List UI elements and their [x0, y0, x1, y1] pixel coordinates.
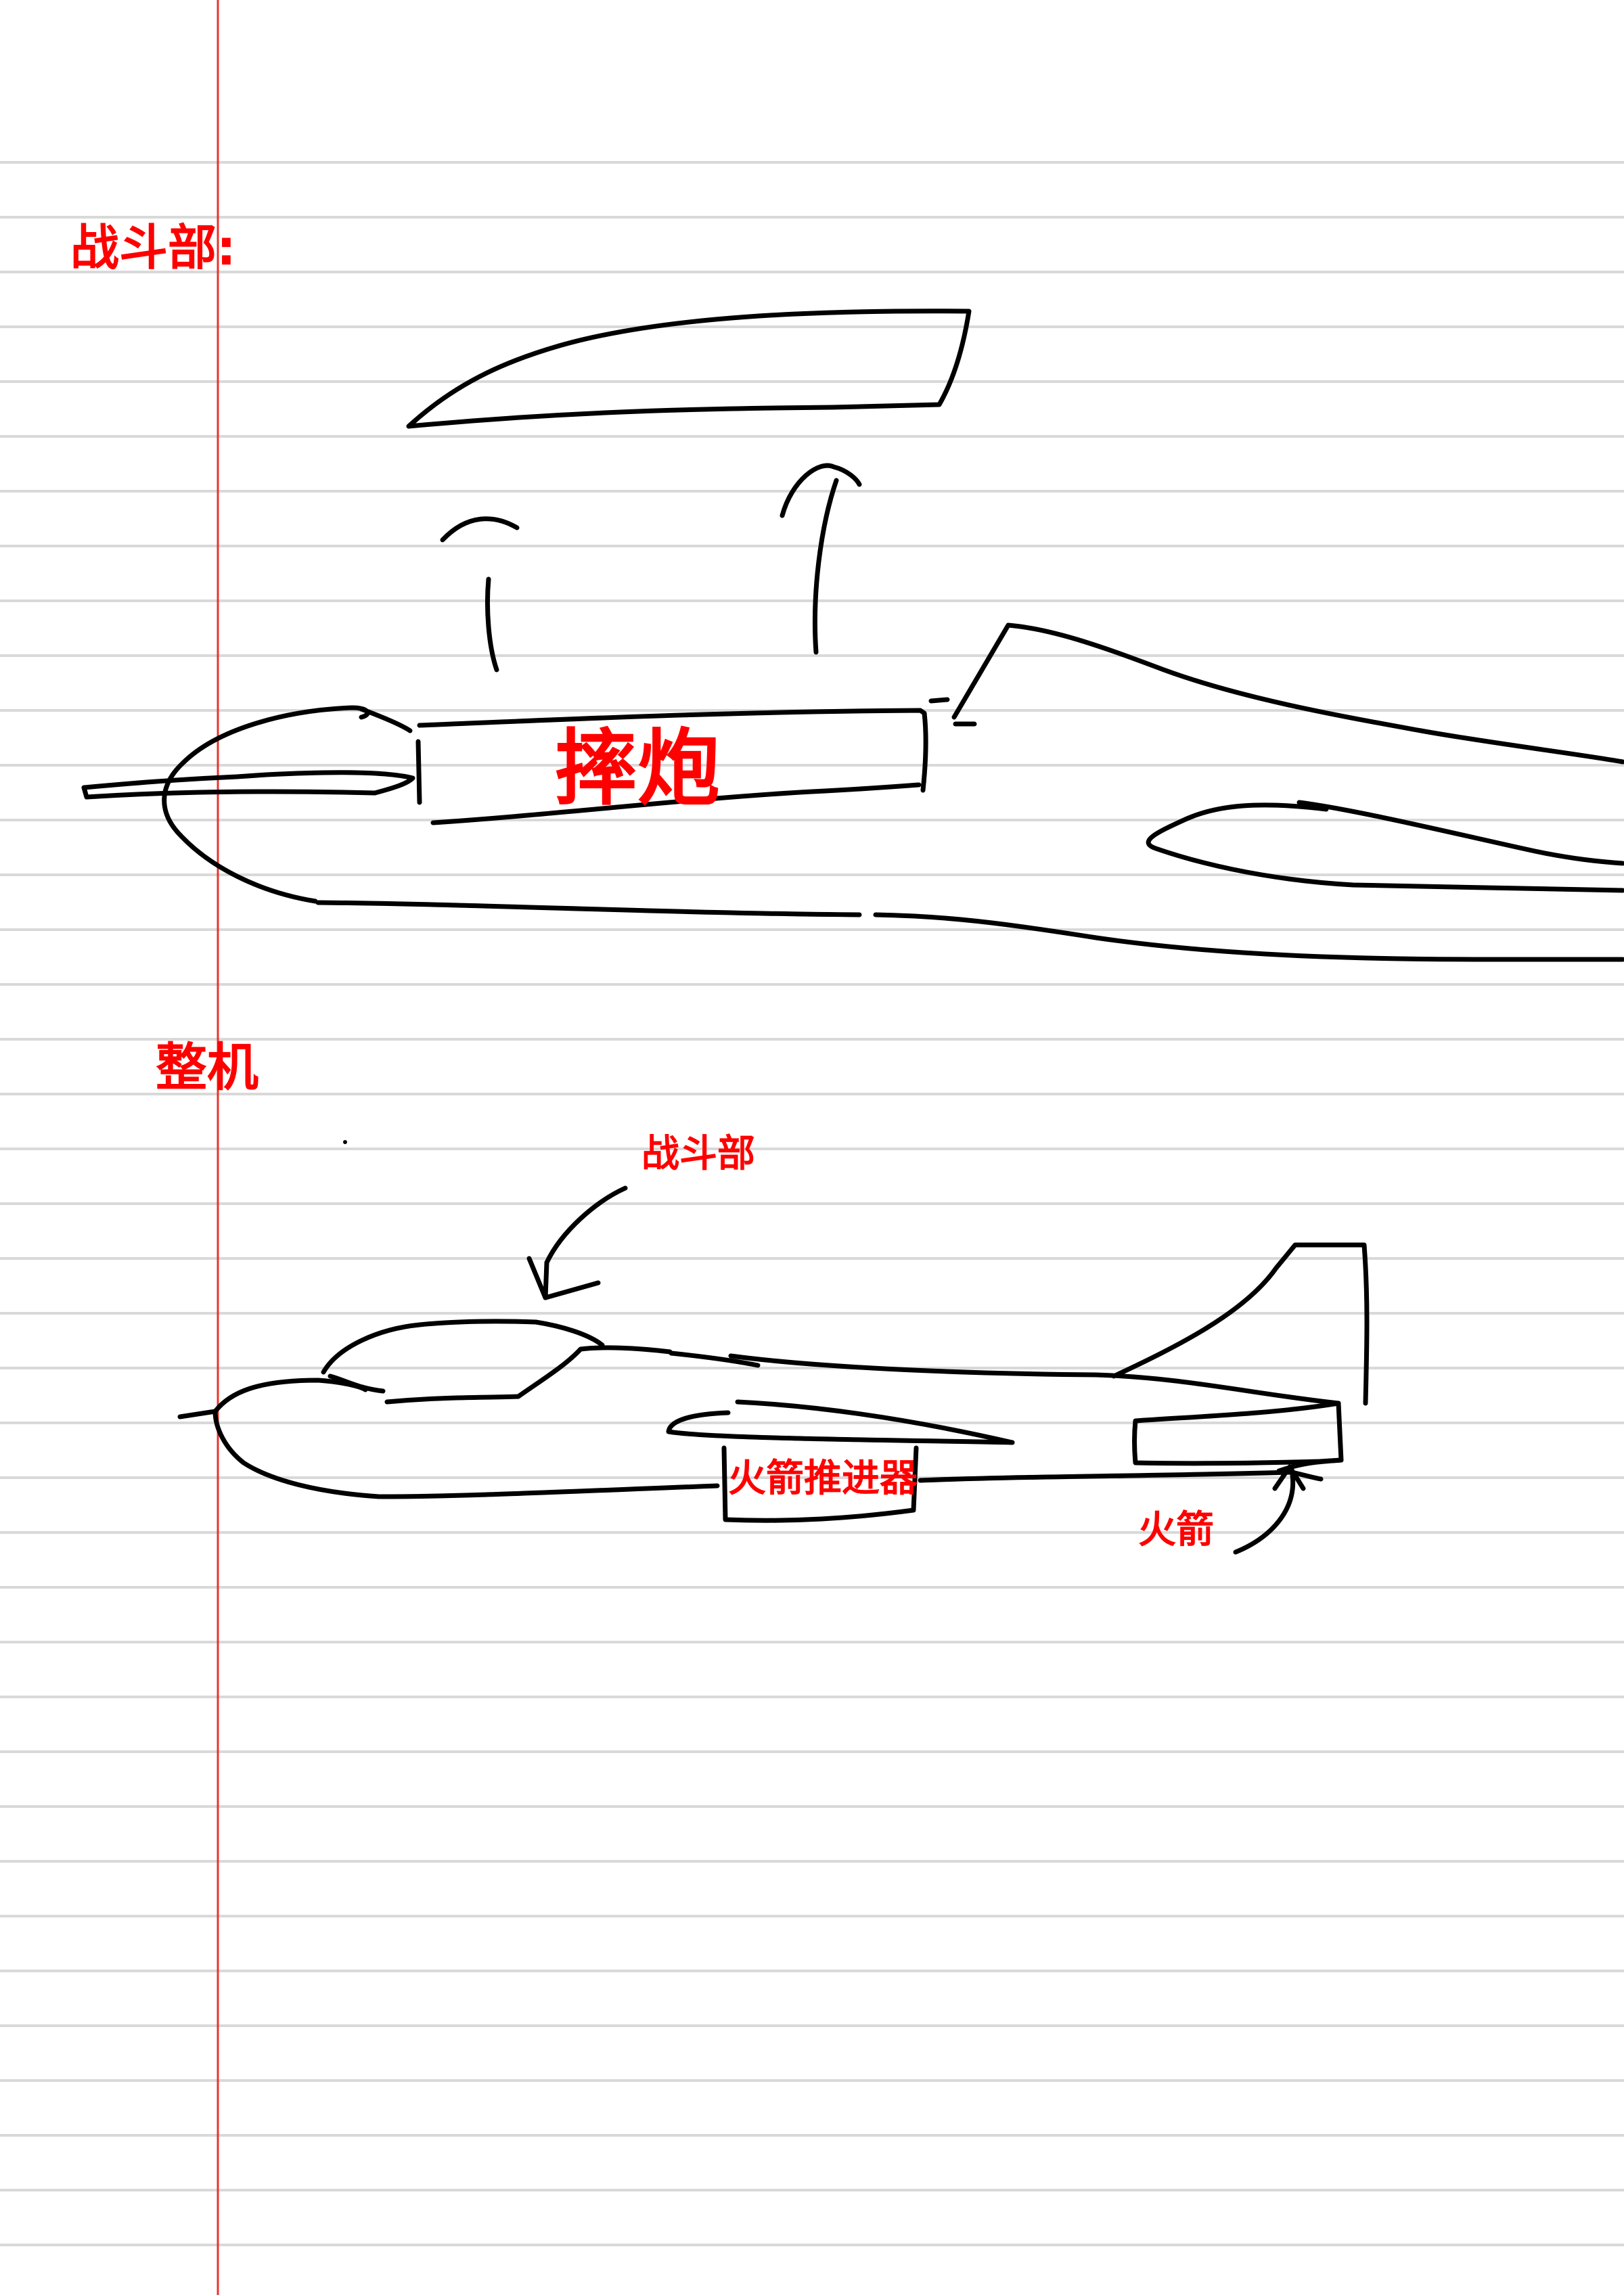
lift-mark-left [485, 576, 499, 673]
cannon-bay [417, 708, 928, 793]
warhead-arrow [543, 1185, 628, 1300]
warhead-arrow-head [526, 1256, 601, 1300]
aircraft-canopy-back [384, 1345, 673, 1405]
nose-top [359, 706, 413, 733]
wing-trailing [1296, 800, 1624, 866]
label-rocket-booster: 火箭推进器 [728, 1457, 918, 1501]
cannon-bay-front [415, 739, 422, 805]
lift-mark-right [812, 478, 839, 655]
aircraft-spine [728, 1353, 1341, 1406]
belly-line-rear [873, 912, 1624, 962]
aircraft-canopy [321, 1319, 605, 1375]
aircraft-belly [378, 1470, 1292, 1499]
rocket-arrow-head [1272, 1464, 1306, 1491]
rocket-booster [721, 1445, 919, 1523]
canopy-outline [406, 309, 972, 429]
lift-arrow-left [440, 516, 520, 543]
tail-fin [951, 622, 1624, 765]
cannon-bay-bottom [430, 782, 922, 825]
wing-outline [1146, 802, 1624, 893]
ink-dot [343, 1140, 347, 1144]
section-title-warhead: 战斗部: [70, 219, 236, 276]
aircraft-nose-probe [177, 1409, 218, 1419]
aircraft-wing-top [735, 1399, 1015, 1445]
tail-notch [928, 697, 977, 727]
lift-arrow-right [780, 463, 862, 518]
warhead-sketch [81, 309, 1624, 962]
rocket-arrow [1233, 1472, 1296, 1555]
belly-line [315, 900, 862, 917]
label-rocket: 火箭 [1138, 1508, 1214, 1552]
label-warhead: 战斗部 [641, 1132, 755, 1176]
section-title-whole-aircraft: 整机 [156, 1037, 258, 1097]
aircraft-tail-fin [1111, 1242, 1370, 1406]
ruled-lines [0, 161, 1624, 2246]
nose-probe [81, 770, 415, 800]
aircraft-canopy-base [328, 1373, 386, 1394]
aircraft-wing [666, 1410, 1015, 1445]
aircraft-sketch [177, 1140, 1370, 1555]
nose-fuselage [162, 705, 370, 904]
aircraft-nose [212, 1378, 382, 1499]
aircraft-spine-front [669, 1350, 761, 1368]
label-cannon: 摔炮 [555, 721, 720, 817]
rocket-pod [1132, 1401, 1344, 1466]
